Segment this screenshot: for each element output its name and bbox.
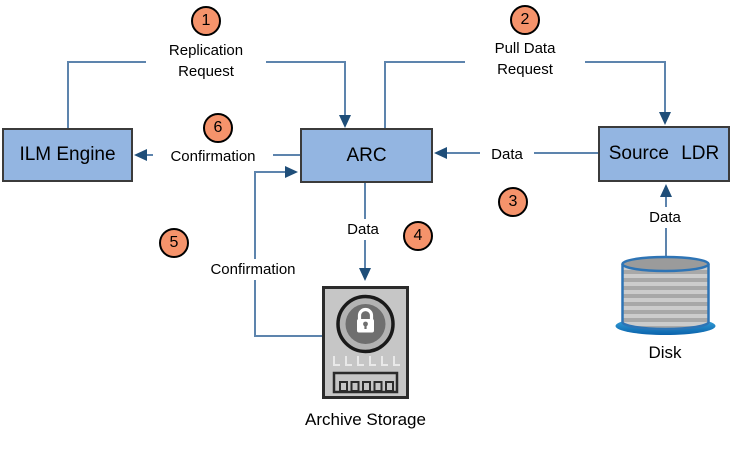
label-data-ldr-to-arc: Data — [480, 144, 534, 165]
step-badge-2: 2 — [510, 5, 540, 35]
connector-pins — [332, 371, 399, 394]
node-source-ldr: Source LDR — [598, 126, 730, 182]
label-confirmation-archive-to-arc: Confirmation — [193, 259, 313, 280]
step-badge-6: 6 — [203, 113, 233, 143]
step-badge-3: 3 — [498, 187, 528, 217]
step-badge-1: 1 — [191, 6, 221, 36]
vent-marks — [333, 356, 400, 366]
step-badge-5: 5 — [159, 228, 189, 258]
label-pull-data-request: Pull Data Request — [465, 38, 585, 80]
lock-icon — [357, 307, 374, 333]
label-data-arc-to-archive: Data — [338, 219, 388, 240]
step-badge-4: 4 — [403, 221, 433, 251]
archive-storage-icon — [322, 286, 409, 399]
node-arc: ARC — [300, 128, 433, 183]
disk-icon — [613, 250, 718, 340]
label-confirmation-arc-to-ilm: Confirmation — [153, 146, 273, 167]
label-data-disk-to-ldr: Data — [640, 207, 690, 228]
node-ilm-engine: ILM Engine — [2, 128, 133, 182]
disk-caption: Disk — [648, 343, 682, 362]
archive-storage-caption: Archive Storage — [305, 410, 426, 429]
label-replication-request: Replication Request — [146, 40, 266, 82]
connector-confirmation-archive-to-arc — [254, 166, 322, 337]
